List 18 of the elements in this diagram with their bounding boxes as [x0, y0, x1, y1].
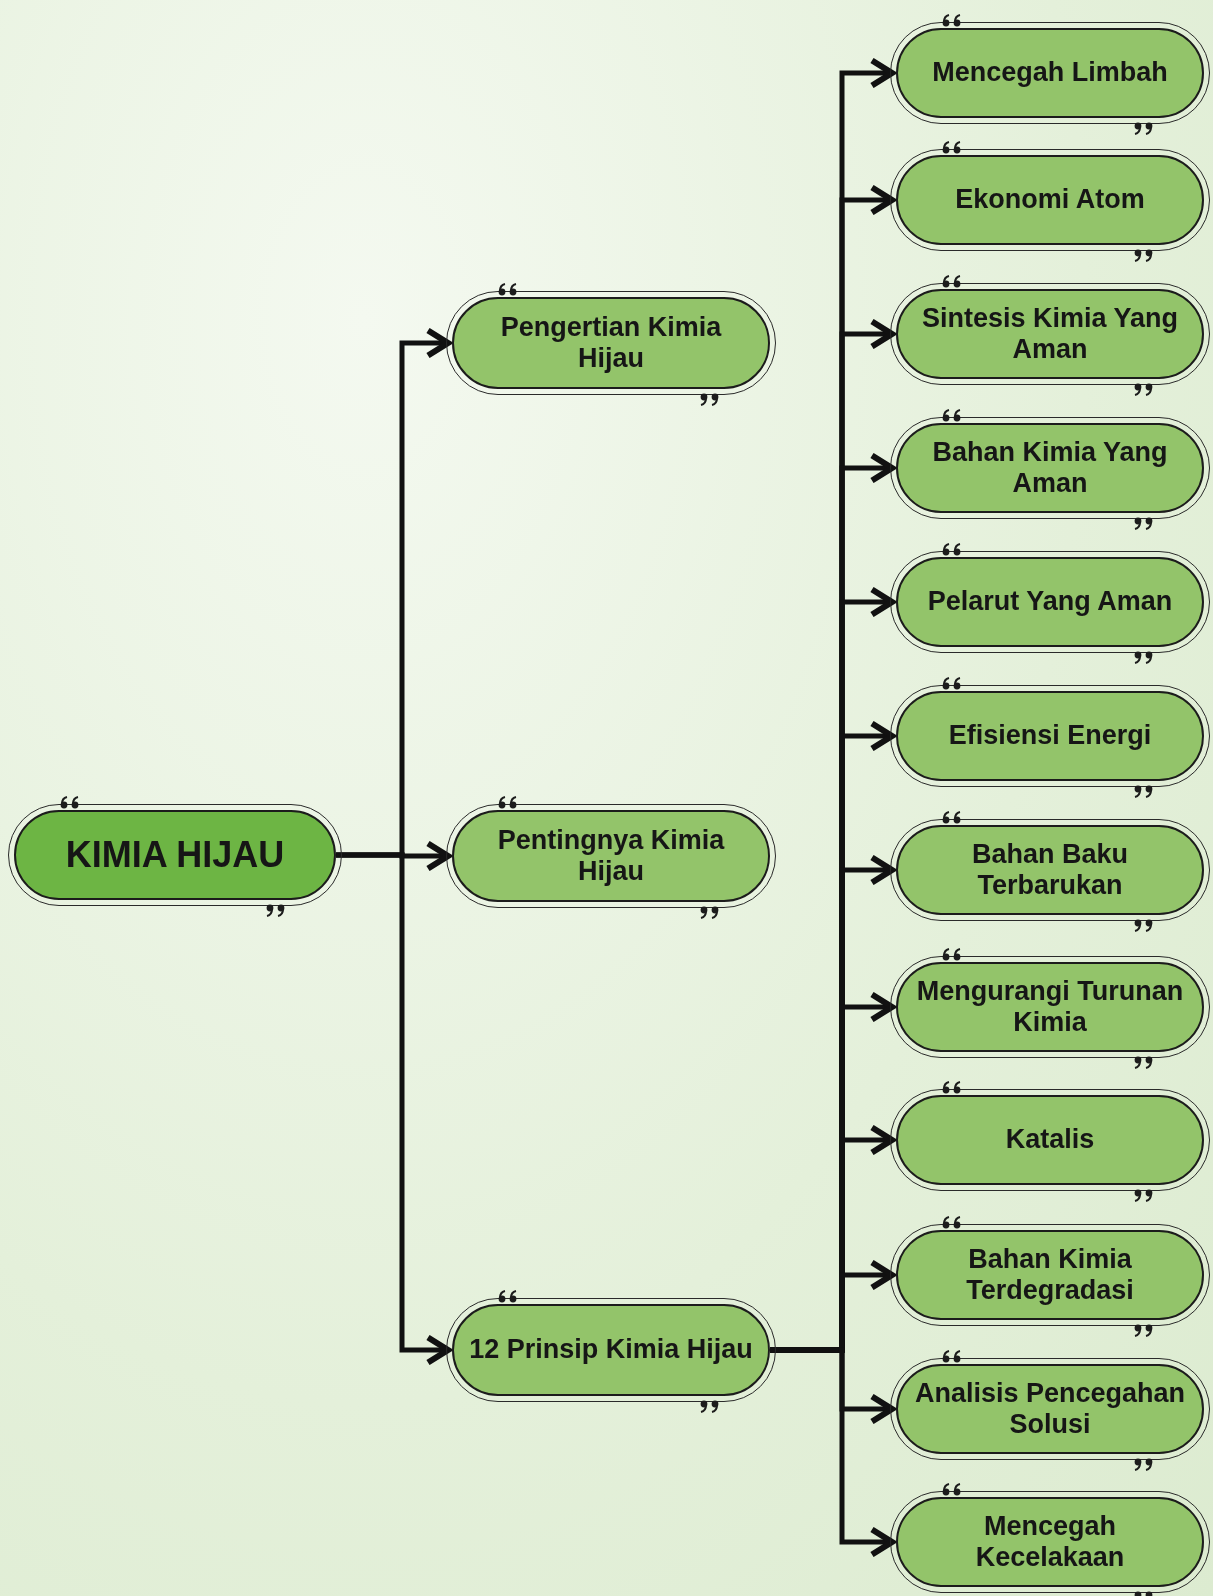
arrow — [770, 1347, 895, 1558]
node-label: Bahan Kimia Yang Aman — [931, 436, 1169, 500]
node-label: Bahan Baku Terbarukan — [970, 838, 1129, 902]
node-label: Bahan Kimia Terdegradasi — [965, 1243, 1135, 1307]
node-label: 12 Prinsip Kimia Hijau — [468, 1334, 754, 1366]
node-label: Pengertian Kimia Hijau — [499, 311, 723, 375]
node-label: Efisiensi Energi — [947, 720, 1153, 752]
node-label: Mencegah Limbah — [931, 57, 1169, 89]
node-label: Katalis — [1004, 1124, 1096, 1156]
node-label: Sintesis Kimia Yang Aman — [920, 302, 1180, 366]
node-label: Ekonomi Atom — [954, 184, 1146, 216]
node-label: KIMIA HIJAU — [64, 834, 286, 876]
node-label: Pentingnya Kimia Hijau — [496, 824, 726, 888]
node-label: Analisis Pencegahan Solusi — [913, 1377, 1187, 1441]
node-label: Pelarut Yang Aman — [926, 586, 1174, 618]
node-label: Mencegah Kecelakaan — [974, 1510, 1126, 1574]
arrow — [336, 852, 451, 1366]
node-label: Mengurangi Turunan Kimia — [915, 975, 1185, 1039]
